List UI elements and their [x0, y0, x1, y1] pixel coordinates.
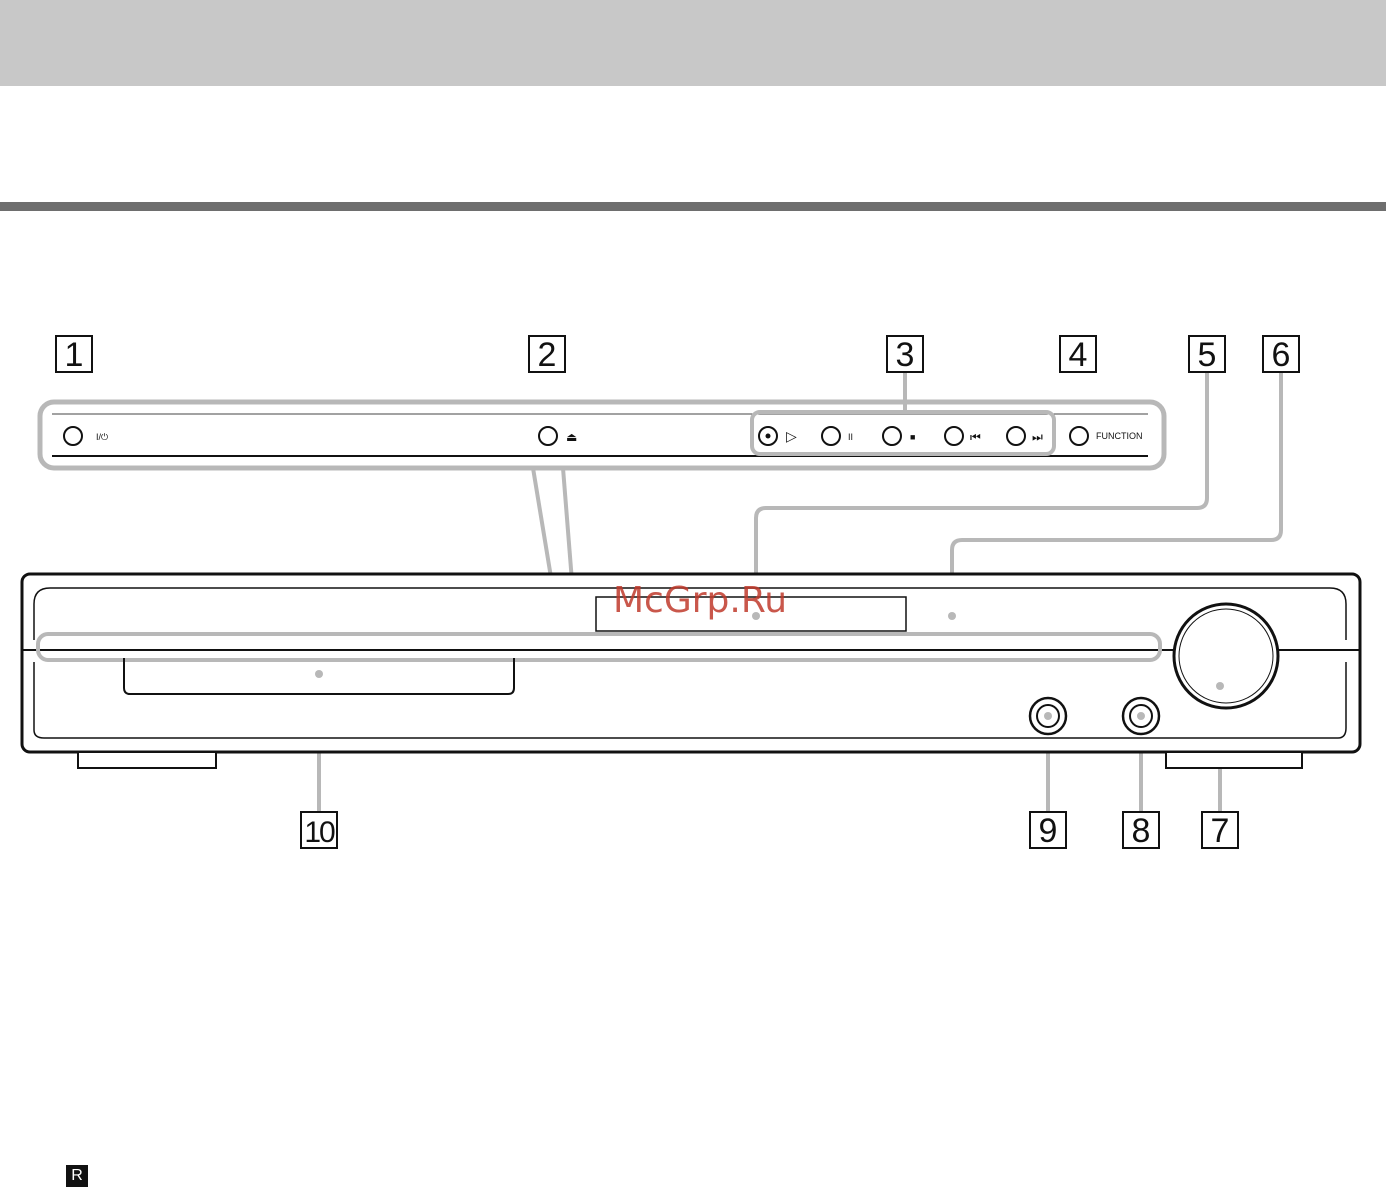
- svg-text:10: 10: [304, 816, 335, 849]
- volume-knob[interactable]: [1174, 604, 1278, 708]
- watermark: McGrp.Ru: [613, 580, 787, 621]
- callout-9: 9: [1030, 812, 1066, 850]
- callout-8: 8: [1123, 812, 1159, 850]
- function-label: FUNCTION: [1096, 431, 1143, 441]
- prev-label: ⏮: [970, 430, 981, 444]
- svg-text:4: 4: [1069, 336, 1088, 374]
- ir-badge: R: [66, 1165, 88, 1187]
- play-label: ▷: [786, 428, 797, 444]
- next-label: ⏭: [1032, 430, 1043, 444]
- stop-label: ■: [910, 432, 915, 442]
- function-button[interactable]: [1070, 427, 1088, 445]
- svg-text:5: 5: [1198, 336, 1217, 374]
- eject-button[interactable]: [539, 427, 557, 445]
- svg-text:7: 7: [1211, 812, 1230, 850]
- prev-button[interactable]: [945, 427, 963, 445]
- top-panel-detail: I/⏻ ⏏ ▷ II ■ ⏮ ⏭ FUNCTION: [40, 402, 1164, 468]
- power-button[interactable]: [64, 427, 82, 445]
- callout-7: 7: [1202, 812, 1238, 850]
- svg-text:1: 1: [65, 336, 84, 374]
- callout-5: 5: [1189, 336, 1225, 374]
- pause-label: II: [848, 432, 853, 442]
- callout-10: 10: [301, 812, 337, 849]
- callout-1: 1: [56, 336, 92, 374]
- svg-text:6: 6: [1272, 336, 1291, 374]
- power-label: I/⏻: [96, 432, 108, 442]
- svg-text:3: 3: [896, 336, 915, 374]
- stop-button[interactable]: [883, 427, 901, 445]
- callout-4: 4: [1060, 336, 1096, 374]
- svg-text:2: 2: [538, 336, 557, 374]
- callout-2: 2: [529, 336, 565, 374]
- callout-6: 6: [1263, 336, 1299, 374]
- callout-3: 3: [887, 336, 923, 374]
- play-dot-icon: [766, 434, 771, 439]
- svg-text:8: 8: [1132, 812, 1151, 850]
- pause-button[interactable]: [822, 427, 840, 445]
- svg-text:9: 9: [1039, 812, 1058, 850]
- eject-label: ⏏: [566, 430, 577, 444]
- next-button[interactable]: [1007, 427, 1025, 445]
